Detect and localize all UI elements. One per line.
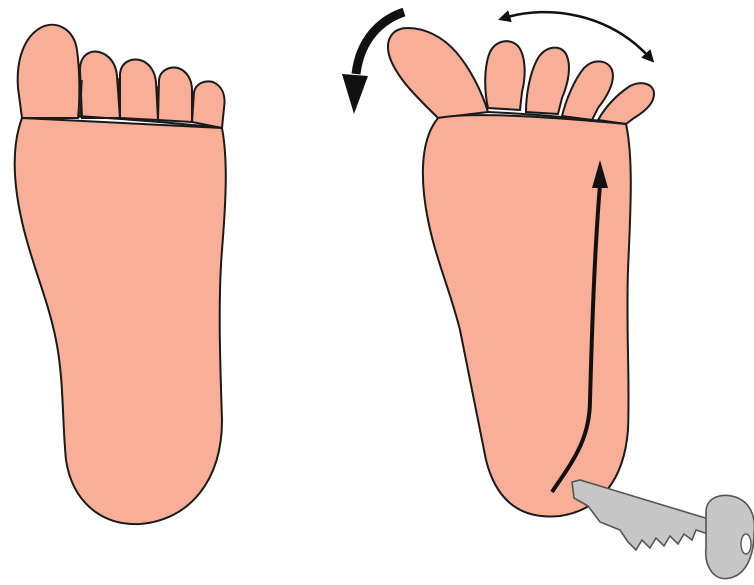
fanned-toe-3: [526, 48, 569, 114]
double-headed-arc-arrow-icon: [504, 12, 650, 58]
sole: [15, 118, 226, 524]
fanned-toe-2: [485, 41, 524, 110]
toe-4: [158, 68, 192, 123]
stimulated-foot: [388, 28, 654, 517]
extended-big-toe: [388, 28, 488, 118]
toe-3: [120, 60, 158, 120]
key-icon: [572, 480, 754, 579]
big-toe: [18, 25, 80, 118]
toe-2: [80, 52, 120, 118]
toe-5: [192, 81, 225, 128]
normal-foot: [15, 25, 226, 524]
